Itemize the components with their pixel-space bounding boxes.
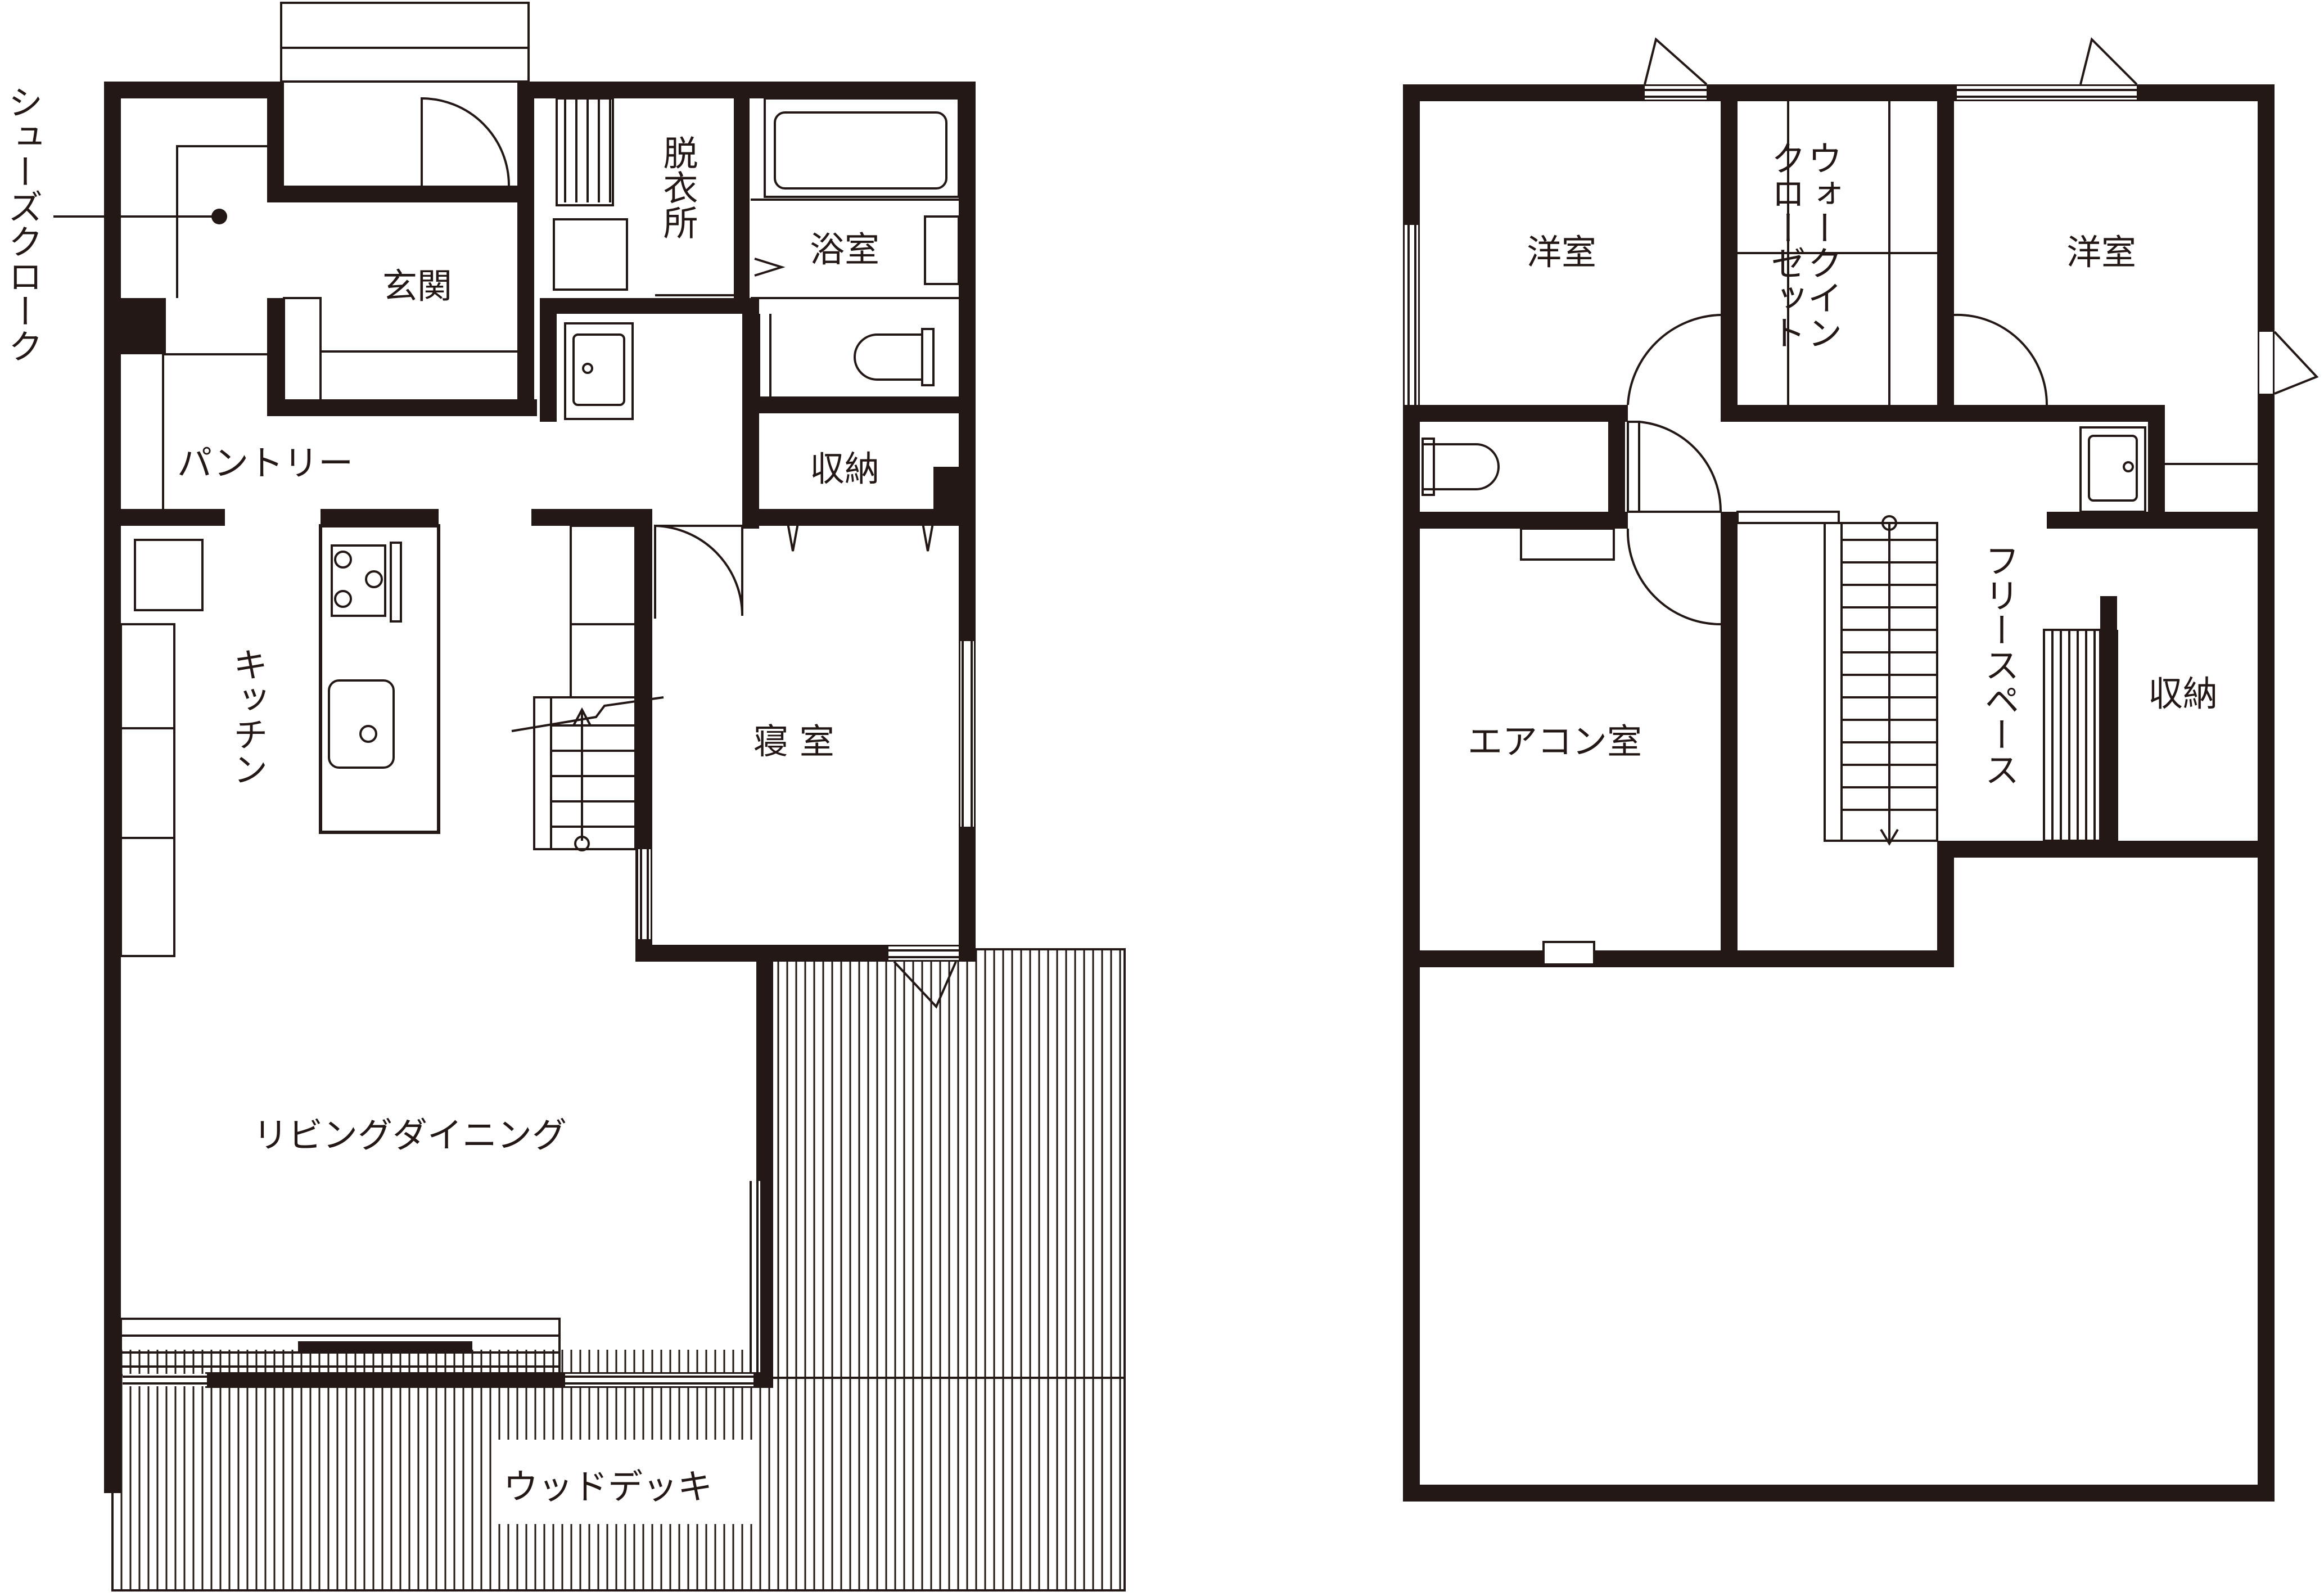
storage-1f: [759, 519, 959, 552]
floor2-openings: [1405, 37, 2319, 966]
kitchen-fixtures: [120, 524, 440, 957]
tv-board: [120, 1181, 760, 1386]
label-storage-2f: 収納: [2148, 673, 2218, 714]
label-kitchen: キッチン: [227, 647, 268, 786]
dressing-room: [553, 97, 742, 305]
label-storage-1f: 収納: [810, 448, 879, 489]
floor2-walls: [1403, 84, 2275, 1502]
sink-2f: [2079, 426, 2258, 513]
label-walk-in-closet-line1: ウォークイン: [1802, 141, 1843, 350]
label-free-space: フリースペース: [1979, 543, 2020, 787]
label-bedroom: 寝 室: [753, 721, 834, 762]
washing-machine: [553, 218, 628, 291]
stairs-2f: [1736, 511, 1938, 846]
label-walk-in-closet: ウォークイン: [1802, 141, 1843, 350]
label-entrance: 玄関: [382, 265, 452, 306]
label-pantry: パントリー: [177, 443, 353, 484]
label-wood-deck: ウッドデッキ: [503, 1466, 712, 1507]
toilet-2f: [1422, 421, 1722, 625]
laundry-rack: [564, 98, 611, 202]
label-shoe-cloak: シューズクローク: [2, 84, 43, 363]
pantry-shelf: [162, 353, 267, 526]
refrigerator: [134, 539, 204, 611]
wood-deck: [111, 948, 1126, 1592]
label-walk-in-closet-line2: クローゼット: [1765, 141, 1806, 350]
label-dressing-room: 脱衣所: [657, 135, 698, 240]
free-space-shelf: [2043, 629, 2118, 842]
stairs-1f: [511, 525, 664, 851]
label-western-room-right: 洋室: [2066, 232, 2136, 273]
bedroom-openings: [638, 524, 974, 1009]
label-bath: 浴室: [810, 229, 879, 270]
bathroom: [751, 97, 960, 299]
floor2-plan: 洋室 ウォークイン クローゼット 洋室 エアコン室 フリースペース 収納: [1403, 37, 2319, 1502]
walk-in-closet: [1627, 101, 2048, 405]
floor1-plan: シューズクローク 玄関 脱衣所 浴室 パントリー 収納 キッチン 寝 室 リビン…: [2, 2, 1126, 1592]
label-western-room-left: 洋室: [1527, 232, 1596, 273]
toilet-1f: [564, 314, 935, 420]
label-aircon-room: エアコン室: [1468, 721, 1642, 762]
label-living-dining: リビングダイニング: [253, 1115, 567, 1156]
entrance-porch: [280, 2, 530, 188]
